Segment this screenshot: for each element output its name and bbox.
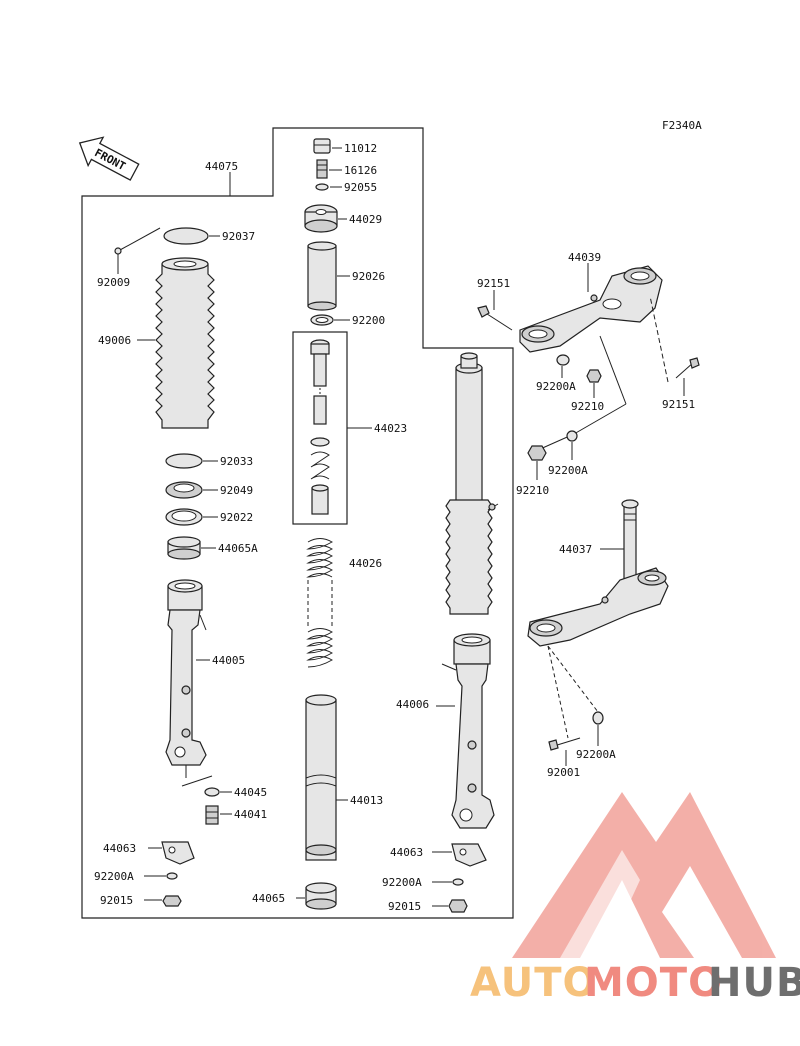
label-44013: 44013 (350, 794, 383, 807)
part-92001-bolt (548, 737, 581, 751)
part-92210-nut-mid (527, 445, 547, 461)
label-92200A-bottom: 92200A (576, 748, 616, 761)
part-44013-inner-tube (305, 694, 337, 861)
label-44041: 44041 (234, 808, 267, 821)
watermark-logo-mark (512, 792, 776, 958)
watermark-hub: HUB (708, 960, 800, 1006)
part-49006-fork-boot (155, 257, 215, 429)
part-44045-washer (204, 787, 220, 797)
label-44026: 44026 (349, 557, 382, 570)
label-44039: 44039 (568, 251, 601, 264)
label-44037: 44037 (559, 543, 592, 556)
label-16126: 16126 (344, 164, 377, 177)
part-44065-bushing (305, 882, 337, 910)
label-92015-left: 92015 (100, 894, 133, 907)
part-92009-screw (114, 227, 161, 255)
part-16126-valve (316, 159, 328, 179)
part-92200A-washer-left (166, 872, 178, 880)
part-44063-clamp-left (161, 841, 195, 865)
part-92200A-washer-top (556, 354, 570, 366)
label-92015-right: 92015 (388, 900, 421, 913)
label-92151-right: 92151 (662, 398, 695, 411)
label-92009: 92009 (97, 276, 130, 289)
part-92210-nut-top (586, 369, 602, 383)
label-44006: 44006 (396, 698, 429, 711)
label-44029: 44029 (349, 213, 382, 226)
part-44041-bolt (205, 805, 219, 825)
label-44063-right: 44063 (390, 846, 423, 859)
label-92210-mid: 92210 (516, 484, 549, 497)
label-92055: 92055 (344, 181, 377, 194)
label-92200A-top: 92200A (536, 380, 576, 393)
part-44026-spring (306, 538, 333, 668)
label-44045: 44045 (234, 786, 267, 799)
watermark-wordmark: AUTO MOTO HUB (470, 960, 800, 1006)
watermark-moto: MOTO (584, 960, 723, 1006)
label-92049: 92049 (220, 484, 253, 497)
label-44063-left: 44063 (103, 842, 136, 855)
label-92037: 92037 (222, 230, 255, 243)
diagram-code: F2340A (662, 119, 702, 132)
label-44065: 44065 (252, 892, 285, 905)
label-92200A-left: 92200A (94, 870, 134, 883)
part-44023-damper-rod (310, 339, 330, 515)
part-92033-snap-ring (165, 453, 203, 469)
part-92022-washer (165, 508, 203, 526)
part-92200A-washer-mid (566, 430, 578, 442)
label-44075: 44075 (205, 160, 238, 173)
label-44023: 44023 (374, 422, 407, 435)
label-44065A: 44065A (218, 542, 258, 555)
part-fork-boot-right (445, 499, 499, 615)
label-92151-left: 92151 (477, 277, 510, 290)
label-92001: 92001 (547, 766, 580, 779)
part-92037-band (163, 227, 209, 245)
part-92151-bolt-right (675, 357, 700, 379)
watermark-auto: AUTO (470, 960, 598, 1006)
label-44005: 44005 (212, 654, 245, 667)
label-92210-top: 92210 (571, 400, 604, 413)
part-fork-inner-tube-right (455, 352, 483, 504)
label-92200A-right: 92200A (382, 876, 422, 889)
part-92055-oring (315, 183, 329, 191)
part-92026-collar (307, 241, 337, 311)
part-44005-outer-tube (165, 579, 207, 778)
label-11012: 11012 (344, 142, 377, 155)
part-92015-nut-right (448, 899, 468, 913)
part-92200A-washer-bottom (592, 711, 604, 725)
label-92033: 92033 (220, 455, 253, 468)
label-92026: 92026 (352, 270, 385, 283)
part-92015-nut-left (162, 895, 182, 907)
label-49006: 49006 (98, 334, 131, 347)
assembly-frame (81, 127, 514, 919)
label-92200: 92200 (352, 314, 385, 327)
label-92200A-mid: 92200A (548, 464, 588, 477)
part-11012-cap (313, 138, 331, 154)
part-44006-outer-tube (441, 633, 495, 829)
part-44029-plug (304, 204, 338, 233)
label-92022: 92022 (220, 511, 253, 524)
part-92151-bolt-left (477, 305, 513, 331)
part-92200A-washer-right (452, 878, 464, 886)
part-44063-clamp-right (451, 843, 487, 867)
part-44065A-bushing (167, 536, 201, 560)
front-arrow: FRONT (78, 136, 140, 181)
part-44039-upper-bracket (519, 265, 663, 353)
part-92049-oil-seal (165, 481, 203, 499)
part-44037-steering-stem (527, 499, 669, 647)
